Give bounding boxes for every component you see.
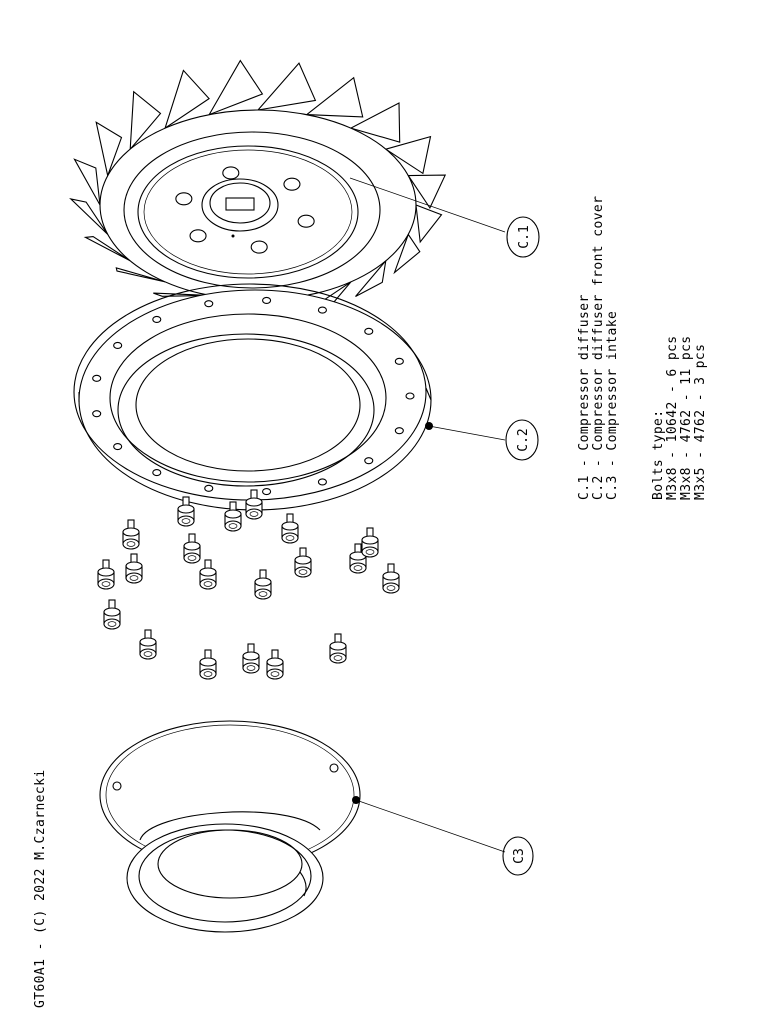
diffuser-vane	[415, 204, 443, 244]
legend-line-c1: C.1 - Compressor diffuser	[577, 294, 592, 500]
callout-c3-bubble	[502, 836, 534, 876]
bolt	[294, 547, 312, 578]
callout-c1-bubble	[506, 216, 540, 258]
legend-block: C.1 - Compressor diffuser C.2 - Compress…	[577, 196, 620, 500]
bolt	[242, 643, 260, 674]
bolt	[139, 629, 157, 660]
bolts-block: Bolts type: M3x8 - 10642 - 6 pcs M3x8 - …	[651, 335, 708, 500]
title-block: GT60A1 - (C) 2022 M.Czarnecki	[33, 769, 48, 1008]
bolts-line-2: M3x8 - 4762 - 11 pcs	[679, 335, 694, 500]
callout-c1-label: C.1	[517, 225, 532, 248]
diffuser-vane	[83, 236, 131, 262]
part-c3-compressor-intake	[99, 720, 361, 933]
bolt	[177, 496, 195, 527]
diffuser-vane	[115, 267, 166, 283]
bolt	[199, 559, 217, 590]
c2-bolt-hole	[92, 374, 102, 382]
diffuser-vane	[129, 90, 162, 151]
bolt	[245, 489, 263, 520]
c1-bolt-hole	[297, 214, 315, 228]
c1-bolt-hole	[189, 229, 207, 243]
c1-bolt-hole	[283, 177, 301, 191]
c1-bolt-hole	[175, 192, 193, 206]
legend-line-c2: C.2 - Compressor diffuser front cover	[591, 196, 606, 500]
bolt	[199, 649, 217, 680]
bolt	[183, 533, 201, 564]
c2-bolt-hole	[364, 327, 374, 335]
diffuser-vane	[355, 258, 387, 297]
c2-bolt-hole	[262, 296, 272, 304]
bolt	[382, 563, 400, 594]
bolt	[224, 501, 242, 532]
bolt	[254, 569, 272, 600]
c2-bolt-hole	[317, 306, 327, 314]
c2-bolt-hole	[92, 410, 102, 418]
legend-line-c3: C.3 - Compressor intake	[605, 311, 620, 500]
c2-bolt-hole	[405, 392, 415, 400]
bolt	[329, 633, 347, 664]
c2-bolt-holes	[92, 296, 415, 496]
bolt	[349, 543, 367, 574]
c2-bolt-hole	[152, 315, 162, 323]
c2-bolt-hole	[113, 341, 123, 350]
c2-bolt-hole	[204, 484, 214, 492]
c1-bolt-hole	[250, 240, 268, 254]
c2-bolt-hole	[262, 488, 272, 496]
c2-bolt-hole	[394, 357, 404, 365]
bolts-line-1: M3x8 - 10642 - 6 pcs	[665, 335, 680, 500]
bolt	[361, 527, 379, 558]
c1-bolt-hole	[222, 166, 240, 180]
c2-bolt-hole	[204, 300, 214, 308]
part-c2-front-cover	[73, 283, 432, 511]
diffuser-vane	[73, 158, 101, 206]
diffuser-vane	[164, 69, 210, 130]
c2-bolt-hole	[394, 427, 404, 435]
callout-c2-bubble	[505, 419, 539, 461]
diffuser-vane	[69, 197, 109, 235]
diffuser-vane	[256, 62, 317, 111]
c2-bolt-hole	[317, 478, 327, 486]
bolt	[281, 513, 299, 544]
callout-c2-label: C.2	[516, 428, 531, 451]
diffuser-vane	[349, 102, 401, 143]
bolt	[103, 599, 121, 630]
diffuser-vane	[153, 292, 210, 297]
diffuser-vane	[407, 174, 447, 210]
part-c1-compressor-diffuser	[69, 59, 447, 317]
c2-bolt-hole	[113, 442, 123, 451]
diffuser-vane	[393, 233, 421, 275]
callout-c3-label: C3	[512, 848, 527, 864]
bolt-set	[97, 489, 400, 680]
bolt	[97, 559, 115, 590]
c1-bolt-holes	[175, 166, 315, 254]
c2-bolt-hole	[152, 469, 162, 477]
diffuser-vane	[95, 121, 123, 178]
diffuser-vanes	[69, 59, 447, 317]
bolts-heading: Bolts type:	[651, 410, 666, 501]
diffuser-vane	[384, 135, 432, 175]
bolt	[125, 553, 143, 584]
c2-bolt-hole	[364, 457, 374, 465]
diffuser-vane	[207, 59, 264, 116]
bolts-line-3: M3x5 - 4762 - 3 pcs	[693, 344, 708, 500]
diffuser-vane	[305, 76, 364, 118]
bolt	[122, 519, 140, 550]
bolt	[266, 649, 284, 680]
